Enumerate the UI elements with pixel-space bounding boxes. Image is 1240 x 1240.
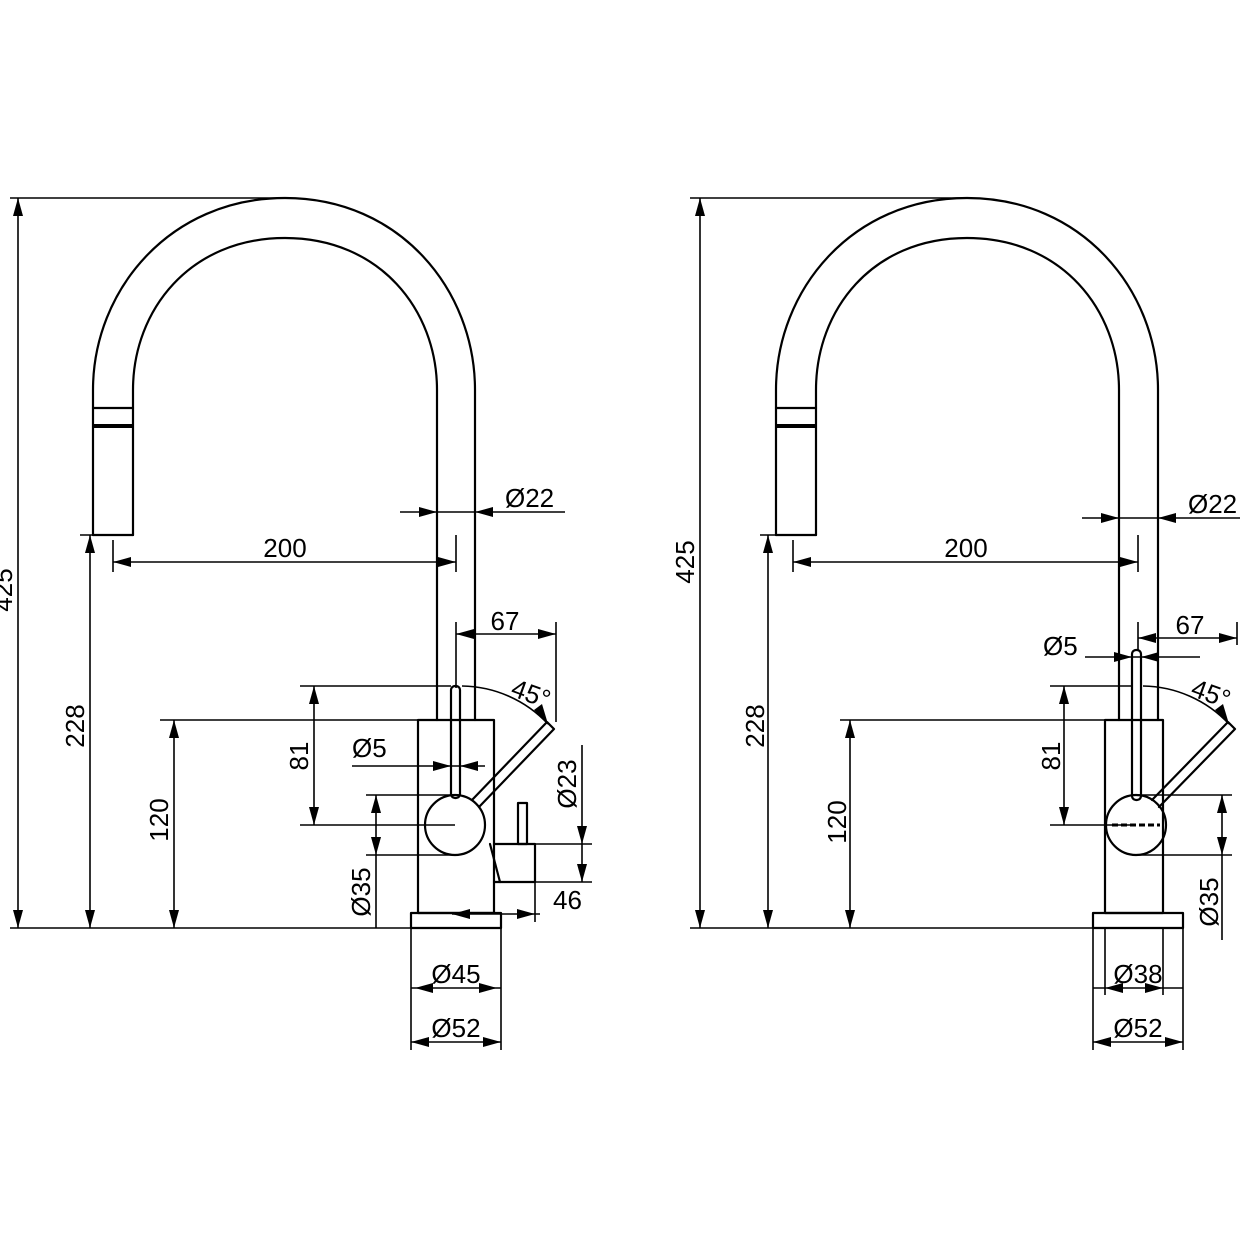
left-side-valve-edge <box>488 842 502 884</box>
left-67-label: 67 <box>491 606 520 636</box>
left-d5-arrow-right <box>460 761 478 771</box>
left-d45-arrow-left <box>415 983 433 993</box>
right-d38-arrow-left <box>1105 983 1123 993</box>
left-d52-arrow-left <box>411 1037 429 1047</box>
left-faucet-drawing: 425 228 120 200 Ø22 67 45 <box>0 196 592 1050</box>
left-d35-arrow-top <box>371 795 381 813</box>
right-d35-arrow-bottom <box>1217 837 1227 855</box>
right-45-label: 45° <box>1187 673 1234 715</box>
left-81-arrow-top <box>309 686 319 704</box>
left-228-arrow-top <box>85 535 95 553</box>
left-d22-arrow-right <box>475 507 493 517</box>
right-228-arrow-top <box>763 535 773 553</box>
right-d22-arrow-right <box>1158 513 1176 523</box>
right-425-label: 425 <box>670 540 700 583</box>
right-228-label: 228 <box>740 704 770 747</box>
left-d23-arrow-bottom <box>577 864 587 882</box>
left-67-arrow-right <box>538 629 556 639</box>
right-d5-arrow-right <box>1141 652 1159 662</box>
right-200-arrow-left <box>793 557 811 567</box>
right-base-plate <box>1091 911 1185 930</box>
right-120-arrow-top <box>845 720 855 738</box>
left-side-valve <box>492 842 537 884</box>
left-46-arrow-right <box>517 909 535 919</box>
right-spout-outer <box>774 196 1160 722</box>
right-67-label: 67 <box>1176 610 1205 640</box>
right-425-arrow-bottom <box>695 910 705 928</box>
left-d52-label: Ø52 <box>431 1013 480 1043</box>
right-d52-arrow-right <box>1165 1037 1183 1047</box>
left-46-arrow-left <box>452 909 470 919</box>
right-d22-arrow-left <box>1101 513 1119 523</box>
left-81-arrow-bottom <box>309 807 319 825</box>
left-200-arrow-left <box>113 557 131 567</box>
left-46-label: 46 <box>553 885 582 915</box>
left-side-valve-stem <box>516 801 529 846</box>
left-spout-outer <box>91 196 477 722</box>
left-body <box>416 718 496 915</box>
right-120-label: 120 <box>822 800 852 843</box>
right-81-arrow-top <box>1059 686 1069 704</box>
left-425-arrow-bottom <box>13 910 23 928</box>
right-67-arrow-right <box>1219 633 1237 643</box>
right-120-arrow-bottom <box>845 910 855 928</box>
left-425-label: 425 <box>0 568 18 611</box>
right-d35-arrow-top <box>1217 795 1227 813</box>
left-d35-arrow-bottom <box>371 837 381 855</box>
right-lever <box>1130 648 1143 802</box>
left-228-arrow-bottom <box>85 910 95 928</box>
right-d35-label: Ø35 <box>1194 877 1224 926</box>
right-67-arrow-left <box>1138 633 1156 643</box>
right-81-arrow-bottom <box>1059 807 1069 825</box>
left-d22-arrow-left <box>419 507 437 517</box>
left-200-arrow-right <box>438 557 456 567</box>
right-45-arrow <box>1215 704 1229 724</box>
right-d5-arrow-left <box>1114 652 1132 662</box>
left-d45-arrow-right <box>479 983 497 993</box>
right-45-arc <box>1142 685 1230 725</box>
right-425-arrow-top <box>695 198 705 216</box>
right-spout-inner <box>814 236 1121 722</box>
right-faucet-drawing: 425 228 120 200 Ø22 67 <box>670 196 1240 1050</box>
left-120-arrow-top <box>169 720 179 738</box>
right-lever-tilted <box>1150 720 1237 809</box>
left-d5-label: Ø5 <box>352 733 387 763</box>
left-d52-arrow-right <box>483 1037 501 1047</box>
left-120-label: 120 <box>144 798 174 841</box>
right-d22-label: Ø22 <box>1188 489 1237 519</box>
left-45-arc <box>461 685 549 725</box>
right-d52-arrow-left <box>1093 1037 1111 1047</box>
left-d45-label: Ø45 <box>431 959 480 989</box>
left-lever <box>449 684 462 800</box>
left-lever-tilted <box>470 720 556 809</box>
right-d38-arrow-right <box>1145 983 1163 993</box>
left-d35-label: Ø35 <box>346 867 376 916</box>
right-body <box>1103 718 1165 915</box>
right-200-label: 200 <box>944 533 987 563</box>
right-81-label: 81 <box>1036 742 1066 771</box>
right-d5-label: Ø5 <box>1043 631 1078 661</box>
left-d22-label: Ø22 <box>505 483 554 513</box>
left-45-arrow <box>534 704 548 724</box>
right-d38-label: Ø38 <box>1113 959 1162 989</box>
left-45-label: 45° <box>507 673 554 715</box>
left-228-label: 228 <box>60 704 90 747</box>
left-spout-inner <box>131 236 439 722</box>
left-120-arrow-bottom <box>169 910 179 928</box>
left-67-arrow-left <box>456 629 474 639</box>
right-d52-label: Ø52 <box>1113 1013 1162 1043</box>
left-d5-arrow-left <box>433 761 451 771</box>
left-425-arrow-top <box>13 198 23 216</box>
right-200-arrow-right <box>1120 557 1138 567</box>
left-d23-arrow-top <box>577 826 587 844</box>
left-d23-label: Ø23 <box>552 759 582 808</box>
right-228-arrow-bottom <box>763 910 773 928</box>
left-81-label: 81 <box>284 742 314 771</box>
left-200-label: 200 <box>263 533 306 563</box>
left-base-plate <box>409 911 503 930</box>
